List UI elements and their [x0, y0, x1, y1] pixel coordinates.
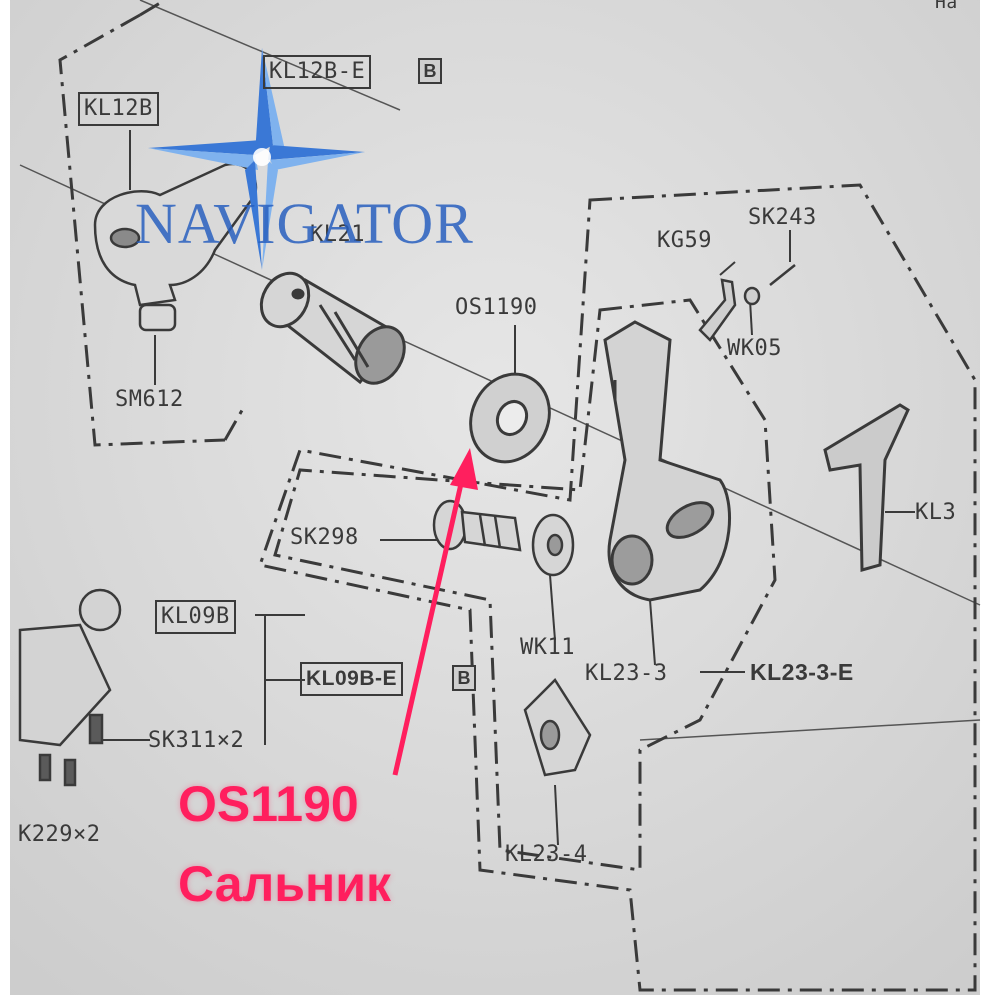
label-sk243: SK243: [748, 205, 817, 230]
os1190-seal-drawing: [469, 372, 551, 464]
callout-code: OS1190: [178, 776, 359, 832]
kl21-bushing-drawing: [259, 271, 406, 385]
kl09b-ball-joint-drawing: [18, 588, 122, 787]
label-wk11: WK11: [520, 635, 575, 660]
label-kl09b: KL09B: [155, 600, 236, 634]
label-kl23-3-e: KL23-3-E: [750, 659, 854, 685]
paper-sheet: [10, 0, 980, 995]
label-kl21: KL21: [310, 222, 365, 247]
corner-text: Ha: [935, 0, 958, 13]
label-sm612: SM612: [115, 387, 184, 412]
kl12b-crank-drawing: [93, 162, 258, 332]
badge-kl12b-e: B: [418, 58, 442, 84]
label-kg59: KG59: [657, 228, 712, 253]
label-wk05: WK05: [727, 336, 782, 361]
label-sk311: SK311×2: [148, 728, 245, 753]
kl23-3-arm-drawing: [603, 320, 731, 602]
label-sk229: K229×2: [18, 822, 101, 847]
kl23-4-plate-drawing: [523, 678, 592, 777]
navigator-logo-star: [148, 48, 365, 270]
wk11-washer-drawing: [531, 513, 575, 577]
label-sk298: SK298: [290, 525, 359, 550]
kg59-sk243-wk05-drawing: [698, 264, 796, 342]
label-kl12b-e: KL12B-E: [263, 55, 372, 89]
label-os1190: OS1190: [455, 295, 538, 320]
leader-lines: [100, 130, 915, 846]
badge-kl09b-e: B: [452, 665, 476, 691]
label-kl23-3: KL23-3: [585, 661, 668, 686]
label-kl09b-e: KL09B-E: [300, 662, 404, 696]
callout-arrow: [392, 448, 478, 776]
label-kl3: KL3: [915, 500, 957, 525]
brand-name: NAVIGATOR: [135, 191, 474, 256]
callout-name: Сальник: [178, 856, 391, 912]
label-kl12b: KL12B: [78, 92, 159, 126]
kl3-bracket-drawing: [823, 403, 910, 572]
group-borders: [58, 0, 977, 992]
label-kl23-4: KL23-4: [505, 842, 588, 867]
